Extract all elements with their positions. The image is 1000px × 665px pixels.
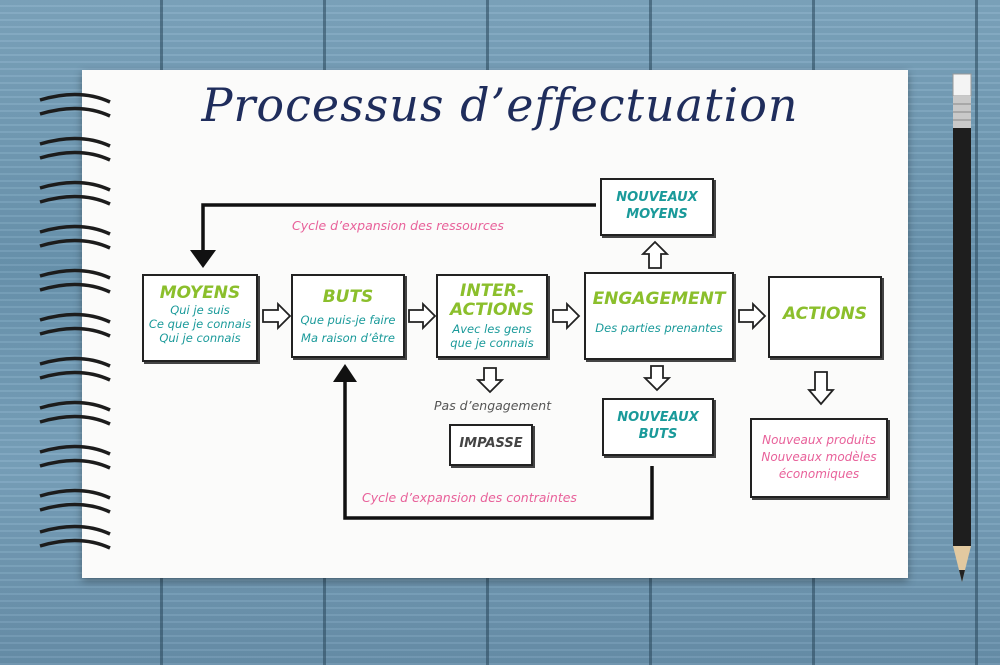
box-nouveaux-moyens-line: MOYENS bbox=[626, 207, 688, 222]
box-engagement-line: Des parties prenantes bbox=[595, 321, 723, 335]
box-buts: BUTS Que puis-je faire Ma raison d’être bbox=[291, 274, 405, 358]
spiral-binding bbox=[39, 92, 111, 550]
box-results-line: Nouveaux modèles bbox=[761, 450, 877, 464]
box-interactions-line: Avec les gens bbox=[452, 322, 532, 336]
box-actions: ACTIONS bbox=[768, 276, 882, 358]
page-title: Processus d’effectuation bbox=[201, 78, 799, 132]
constraint-cycle-arrow bbox=[343, 375, 654, 520]
no-engagement-label: Pas d’engagement bbox=[434, 398, 552, 413]
constraint-cycle-arrowhead bbox=[333, 364, 357, 382]
box-interactions: INTER- ACTIONS Avec les gens que je conn… bbox=[436, 274, 548, 358]
box-engagement-title: ENGAGEMENT bbox=[592, 289, 726, 309]
resource-cycle-arrowhead bbox=[190, 250, 216, 268]
box-results: Nouveaux produits Nouveaux modèles écono… bbox=[750, 418, 888, 498]
box-impasse-label: IMPASSE bbox=[459, 436, 523, 451]
box-nouveaux-buts: NOUVEAUX BUTS bbox=[602, 398, 714, 456]
box-interactions-line: que je connais bbox=[450, 336, 534, 350]
box-actions-title: ACTIONS bbox=[783, 304, 867, 324]
box-engagement: ENGAGEMENT Des parties prenantes bbox=[584, 272, 734, 360]
resource-cycle-label: Cycle d’expansion des ressources bbox=[292, 218, 504, 233]
box-buts-line: Que puis-je faire bbox=[300, 313, 396, 327]
box-nouveaux-buts-line: NOUVEAUX bbox=[617, 410, 699, 425]
pencil-icon bbox=[952, 73, 972, 582]
box-results-line: économiques bbox=[778, 467, 860, 481]
box-impasse: IMPASSE bbox=[449, 424, 533, 466]
box-nouveaux-buts-line: BUTS bbox=[638, 427, 678, 442]
box-moyens-title: MOYENS bbox=[159, 283, 241, 303]
box-moyens: MOYENS Qui je suis Ce que je connais Qui… bbox=[142, 274, 258, 362]
box-moyens-line: Qui je connais bbox=[159, 331, 241, 345]
resource-cycle-arrow bbox=[201, 203, 596, 255]
flow-arrows bbox=[262, 240, 835, 406]
constraint-cycle-label: Cycle d’expansion des contraintes bbox=[362, 490, 577, 505]
box-results-line: Nouveaux produits bbox=[762, 433, 876, 447]
box-buts-title: BUTS bbox=[322, 287, 374, 307]
box-interactions-title: ACTIONS bbox=[450, 300, 534, 320]
box-nouveaux-moyens: NOUVEAUX MOYENS bbox=[600, 178, 714, 236]
box-nouveaux-moyens-line: NOUVEAUX bbox=[616, 190, 698, 205]
box-buts-line: Ma raison d’être bbox=[301, 331, 395, 345]
box-moyens-line: Ce que je connais bbox=[148, 317, 252, 331]
box-moyens-line: Qui je suis bbox=[170, 303, 230, 317]
box-interactions-title: INTER- bbox=[460, 281, 524, 301]
